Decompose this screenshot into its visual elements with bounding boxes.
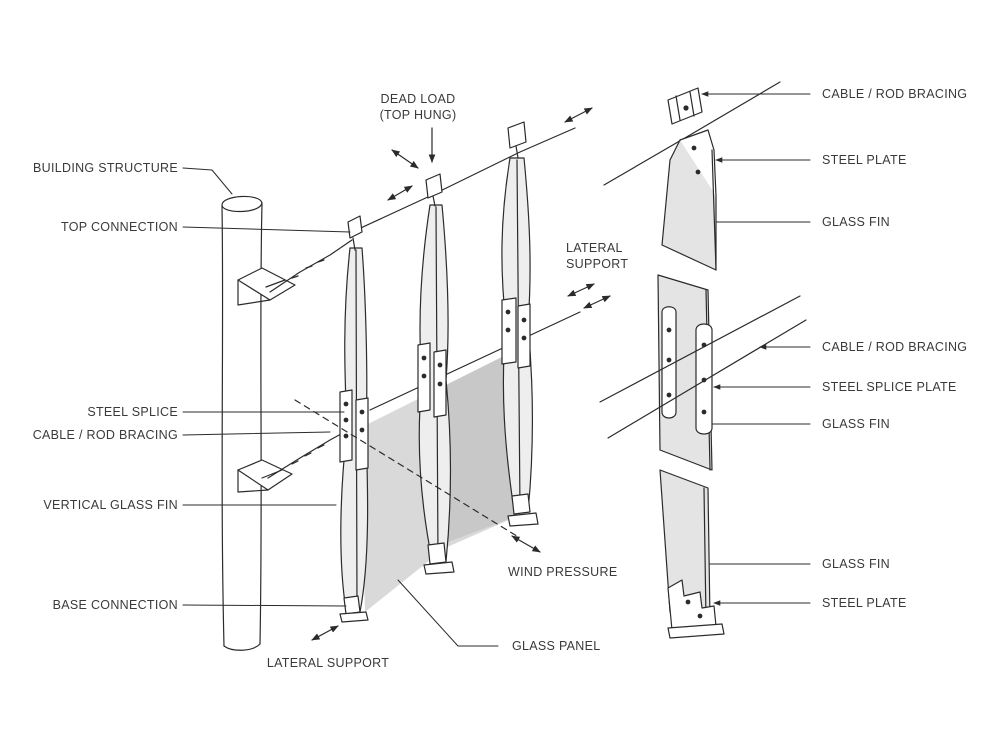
vertical-glass-fin-1 [339,215,369,623]
label-detail-mid-fin: GLASS FIN [822,417,890,431]
label-detail-top-cable: CABLE / ROD BRACING [822,87,968,101]
label-building-structure: BUILDING STRUCTURE [33,161,178,175]
label-lateral-support-bottom: LATERAL SUPPORT [266,656,390,670]
vertical-glass-fin-2 [417,173,455,575]
label-detail-bot-plate: STEEL PLATE [822,596,907,610]
label-detail-top-plate: STEEL PLATE [822,153,907,167]
detail-top-fin [603,81,781,271]
leader-lines [182,91,811,647]
label-lateral-support-mid-2: SUPPORT [566,257,629,271]
label-wind-pressure: WIND PRESSURE [508,565,618,579]
label-top-hung: (TOP HUNG) [379,108,457,122]
column-bracket-bottom [237,459,293,493]
label-detail-bot-fin: GLASS FIN [822,557,890,571]
building-structure-column [221,195,263,651]
wind-pressure-dashed-line [294,399,521,539]
label-detail-top-fin: GLASS FIN [822,215,890,229]
label-cable-rod-bracing-left: CABLE / ROD BRACING [32,428,178,442]
label-dead-load: DEAD LOAD [380,92,456,106]
force-arrows [311,107,611,641]
column-bracket-top [237,267,296,306]
vertical-glass-fin-3 [501,121,539,527]
top-cable-bracing [269,127,576,293]
label-lateral-support-mid: LATERAL [566,241,623,255]
label-steel-splice: STEEL SPLICE [87,405,178,419]
label-glass-panel: GLASS PANEL [512,639,601,653]
label-top-connection: TOP CONNECTION [61,220,178,234]
label-base-connection: BASE CONNECTION [52,598,178,612]
detail-mid-fin [599,274,807,471]
label-detail-mid-cable: CABLE / ROD BRACING [822,340,968,354]
detail-bot-fin [659,469,725,639]
label-detail-mid-splice: STEEL SPLICE PLATE [822,380,957,394]
label-vertical-glass-fin: VERTICAL GLASS FIN [43,498,178,512]
